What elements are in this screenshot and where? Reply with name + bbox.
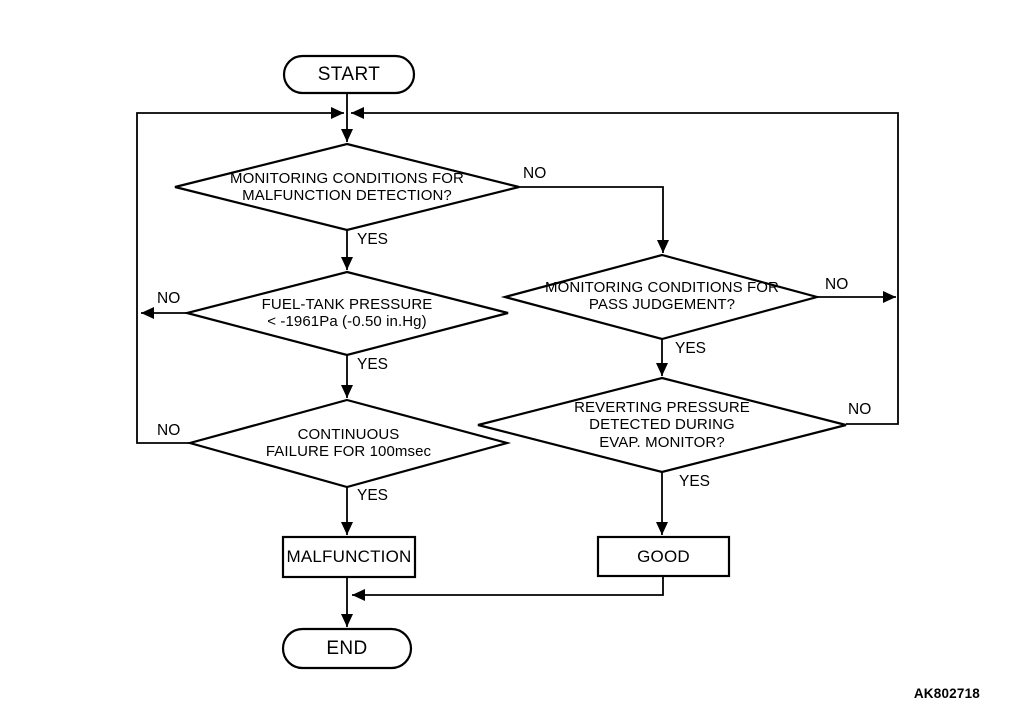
decision-reverting-pressure-shape (477, 376, 847, 474)
figure-code: AK802718 (913, 686, 980, 701)
decision-monitoring-pass: MONITORING CONDITIONS FOR PASS JUDGEMENT… (545, 278, 779, 314)
decision-continuous-failure-shape (185, 398, 512, 489)
edge-label-monitoring-malfunction-no: NO (523, 165, 547, 182)
good-box: GOOD (637, 546, 690, 566)
edge-label-fuel-tank-no: NO (157, 290, 181, 307)
edge-monitoring-malfunction-no (519, 186, 669, 253)
edge-label-monitoring-malfunction-yes: YES (357, 231, 389, 248)
edge-label-continuous-yes: YES (357, 487, 389, 504)
edge-good-merge (352, 576, 664, 601)
start-terminal: START (317, 63, 381, 85)
edge-label-fuel-tank-yes: YES (357, 356, 389, 373)
good-box-shape (596, 535, 731, 578)
decision-monitoring-malfunction-shape (174, 142, 520, 232)
decision-monitoring-pass-shape (500, 253, 822, 341)
nodes (174, 54, 847, 670)
malfunction-box: MALFUNCTION (286, 547, 412, 566)
malfunction-box-shape (281, 535, 417, 579)
end-terminal-shape (281, 627, 413, 670)
start-terminal-shape (282, 54, 416, 95)
decision-reverting-pressure: REVERTING PRESSURE DETECTED DURING EVAP.… (574, 398, 750, 451)
edge-label-pass-no: NO (825, 276, 849, 293)
edge-label-pass-yes: YES (675, 340, 707, 357)
decision-continuous-failure: CONTINUOUS FAILURE FOR 100msec (265, 425, 432, 461)
decision-fuel-tank-pressure: FUEL-TANK PRESSURE < -1961Pa (-0.50 in.H… (261, 295, 433, 331)
decision-monitoring-malfunction: MONITORING CONDITIONS FOR MALFUNCTION DE… (230, 169, 464, 205)
edge-continuous-no-loop-left (136, 107, 344, 444)
decision-fuel-tank-pressure-shape (182, 270, 509, 357)
edge-reverting-no-loop-right (351, 107, 899, 425)
edge-label-reverting-yes: YES (679, 473, 711, 490)
edge-label-reverting-no: NO (848, 401, 872, 418)
edges (136, 93, 899, 627)
edge-label-continuous-no: NO (157, 422, 181, 439)
end-terminal: END (326, 637, 368, 659)
